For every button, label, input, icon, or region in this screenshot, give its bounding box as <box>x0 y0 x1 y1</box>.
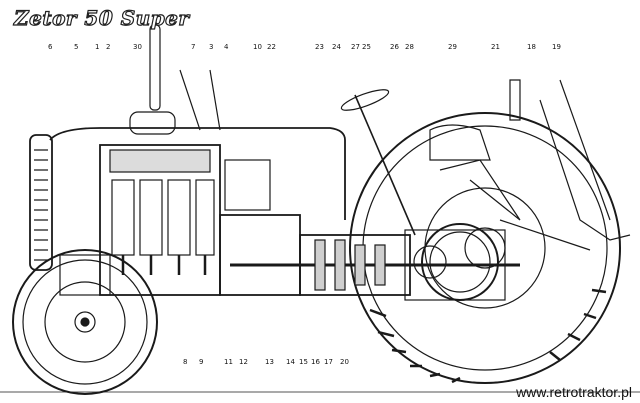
callout-label: 12 <box>239 358 248 366</box>
engine-block <box>59 144 271 296</box>
steering-column <box>340 89 416 236</box>
callout-label: 14 <box>286 358 295 366</box>
watermark-url: www.retrotraktor.pl <box>516 384 632 400</box>
callout-label: 13 <box>265 358 274 366</box>
callout-label: 26 <box>390 43 399 51</box>
callout-label: 25 <box>362 43 371 51</box>
rear-wheel <box>349 112 621 384</box>
front-wheel <box>12 249 158 395</box>
callout-label: 16 <box>311 358 320 366</box>
callout-label: 6 <box>48 43 53 51</box>
callout-label: 19 <box>552 43 561 51</box>
callout-label: 2 <box>106 43 111 51</box>
seat-and-linkage <box>429 79 631 251</box>
transmission <box>219 214 520 301</box>
callout-label: 29 <box>448 43 457 51</box>
callout-label: 27 <box>351 43 360 51</box>
callout-label: 1 <box>95 43 100 51</box>
callout-label: 5 <box>74 43 79 51</box>
callout-label: 10 <box>253 43 262 51</box>
diagram-title: Zetor 50 Super <box>13 5 190 30</box>
callout-label: 3 <box>209 43 214 51</box>
radiator-grille <box>29 134 53 271</box>
callout-label: 18 <box>527 43 536 51</box>
callout-label: 7 <box>191 43 196 51</box>
callout-label: 28 <box>405 43 414 51</box>
callout-label: 15 <box>299 358 308 366</box>
hood <box>49 24 346 220</box>
callout-label: 24 <box>332 43 341 51</box>
callout-label: 8 <box>183 358 188 366</box>
callout-label: 21 <box>491 43 500 51</box>
callout-label: 30 <box>133 43 142 51</box>
callout-label: 11 <box>224 358 233 366</box>
callout-label: 20 <box>340 358 349 366</box>
callout-label: 22 <box>267 43 276 51</box>
callout-label: 9 <box>199 358 204 366</box>
callout-label: 17 <box>324 358 333 366</box>
callout-label: 23 <box>315 43 324 51</box>
callout-label: 4 <box>224 43 229 51</box>
